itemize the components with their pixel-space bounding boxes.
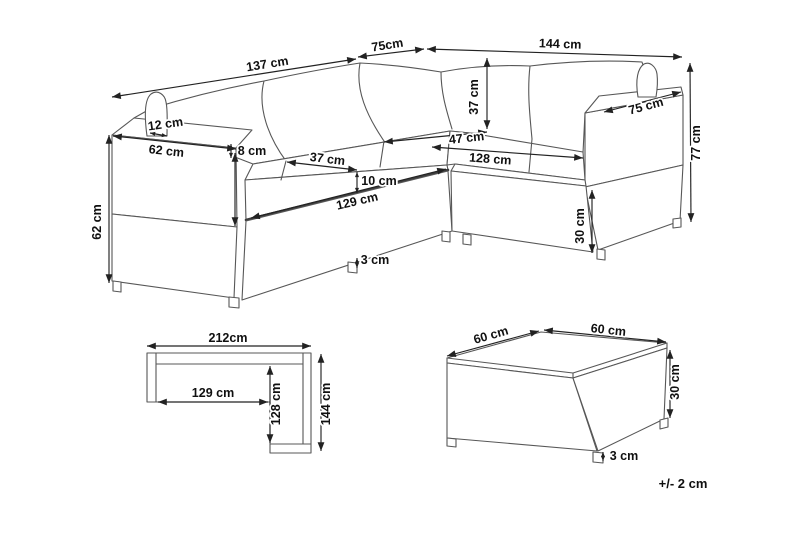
sofa-leg — [347, 261, 358, 274]
sofa-leg — [228, 296, 240, 309]
table-leg — [592, 451, 604, 464]
dim-arrow-back-left — [111, 56, 357, 100]
table-front-face — [446, 362, 598, 452]
sofa-leg — [596, 248, 606, 261]
sofa-leg — [462, 233, 472, 246]
dim-label-table-depth: 60 cm — [590, 321, 627, 339]
tolerance-note: +/- 2 cm — [659, 476, 708, 491]
back-cushion-divider — [358, 62, 385, 142]
table-isometric-view: 60 cm 60 cm 30 cm 3 cm — [446, 319, 684, 465]
sofa-leg — [672, 217, 682, 229]
back-cushion-divider — [440, 71, 453, 130]
dim-arrow-back-corner — [357, 46, 425, 60]
dim-label-side-height: 62 cm — [90, 204, 104, 239]
dim-label-table-leg: 3 cm — [610, 449, 639, 463]
sofa-leg — [441, 230, 451, 243]
dim-label-plan-total-width: 212cm — [209, 331, 248, 345]
dim-arrow-arm-top-length — [112, 133, 237, 152]
dim-label-seat-depth-right: 47 cm — [448, 129, 485, 147]
dim-label-table-height: 30 cm — [668, 364, 682, 399]
dim-label-seat-width-right: 128 cm — [469, 151, 512, 168]
dim-label-headrest-width: 12 cm — [147, 115, 184, 134]
seat-seam — [379, 140, 385, 168]
sofa-leg — [112, 280, 122, 293]
dim-arrow-total-height — [686, 62, 695, 223]
dim-label-back-width-corner: 75cm — [370, 36, 404, 55]
table-leg — [659, 417, 669, 430]
dim-arrow-seat-depth-right — [383, 129, 488, 145]
dim-label-arm-top-height: 8 cm — [238, 144, 267, 158]
dim-arrow-seat-width-right — [431, 144, 584, 161]
dim-label-back-width-right: 144 cm — [539, 36, 582, 51]
table-leg — [446, 437, 457, 448]
dim-arrow-back-right — [426, 45, 683, 61]
dim-arrow-table-width — [446, 330, 540, 357]
dim-label-leg-height: 3 cm — [361, 253, 390, 267]
dim-label-plan-seat-width: 129 cm — [192, 386, 234, 400]
back-cushion-divider — [528, 65, 533, 140]
sofa-isometric-view: 137 cm 75cm 144 cm 37 cm 12 cm 62 cm 8 c… — [88, 34, 705, 309]
dim-label-arm-top-length: 62 cm — [148, 142, 185, 160]
dim-label-backrest-height: 37 cm — [467, 79, 481, 114]
dim-arrow-seat-width-left — [250, 167, 447, 220]
dim-label-plan-total-depth: 144 cm — [319, 383, 333, 425]
dim-label-total-height: 77 cm — [689, 125, 703, 160]
dim-label-plan-seat-depth: 128 cm — [269, 383, 283, 425]
sofa-plan-view: 212cm 129 cm 128 cm 144 cm — [146, 329, 335, 454]
dim-label-base-height: 30 cm — [573, 208, 587, 243]
dim-arrow-table-depth — [543, 327, 667, 345]
dim-label-cushion-height: 10 cm — [361, 174, 396, 188]
dim-arrow-arm-right — [603, 90, 682, 114]
right-headrest-cushion — [636, 62, 658, 98]
dim-label-seat-depth-left: 37 cm — [309, 150, 346, 168]
